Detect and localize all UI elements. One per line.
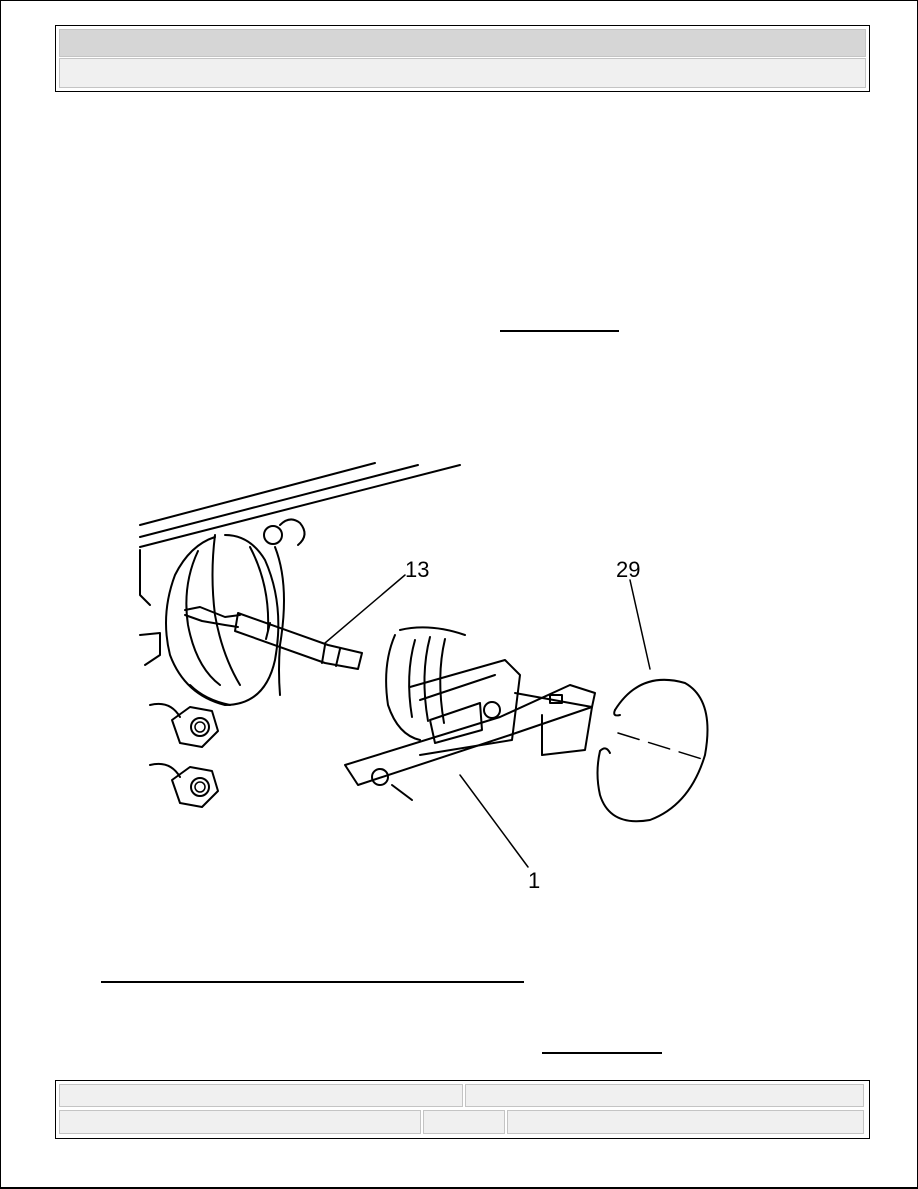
top-link[interactable]: [500, 318, 619, 332]
callout-1: 1: [528, 868, 540, 893]
footer-cell-top-left: [59, 1084, 463, 1107]
installation-illustration: 13 29 1: [139, 462, 709, 893]
footer-table: [55, 1080, 870, 1139]
header-title-row: [59, 29, 866, 57]
bottom-right-link[interactable]: [542, 1040, 662, 1054]
footer-cell-top-right: [465, 1084, 864, 1107]
puller-tool-1: [344, 626, 596, 801]
footer-cell-bottom-left: [59, 1110, 421, 1134]
callout-lines: [324, 574, 703, 868]
bottom-left-link[interactable]: [101, 969, 524, 983]
nuts: [149, 702, 219, 808]
retaining-ring-29: [596, 678, 709, 823]
footer-cell-bottom-right: [507, 1110, 864, 1134]
footer-cell-bottom-mid: [423, 1110, 505, 1134]
shaft-tool-13: [184, 606, 363, 670]
callout-29: 29: [616, 557, 640, 582]
header-subtitle-row: [59, 58, 866, 88]
housing-outline: [139, 462, 461, 706]
callout-13: 13: [405, 557, 429, 582]
header-table: [55, 25, 870, 92]
